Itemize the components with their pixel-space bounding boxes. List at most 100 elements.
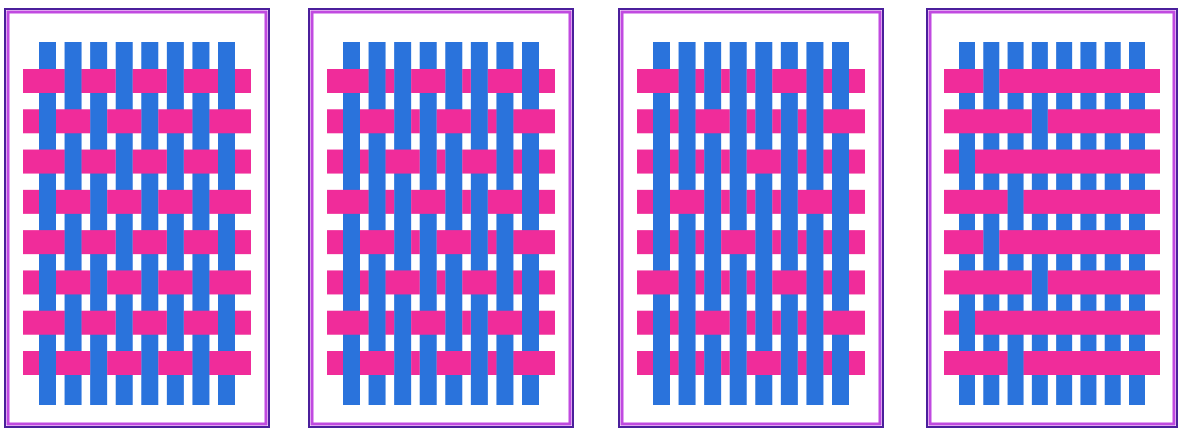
weft-segment [327,270,343,294]
weft-segment [411,190,445,214]
weft-segment [696,230,705,254]
weft-segment [209,270,251,294]
weft-segment [56,270,90,294]
weft-segment [772,270,806,294]
weft-segment [944,351,1008,375]
weft-segment [747,311,756,335]
weft-segment [437,150,446,174]
weft-segment [637,230,653,254]
weft-segment [637,351,653,375]
weft-segment [849,69,865,93]
weft-segment [184,69,218,93]
weft-segment [670,311,679,335]
weft-segment [772,69,806,93]
weft-segment [798,230,807,254]
warp-thread [806,42,823,405]
weft-segment [670,351,679,375]
weft-segment [411,109,420,133]
weft-segment [944,311,959,335]
weft-segment [56,109,90,133]
weft-segment [133,69,167,93]
weft-segment [747,270,756,294]
weft-segment [23,190,39,214]
weft-segment [56,351,90,375]
weft-segment [360,351,394,375]
weft-segment [798,150,807,174]
weft-segment [747,150,781,174]
warp-thread [369,42,386,405]
weft-segment [823,311,865,335]
weft-segment [462,270,496,294]
weft-segment [360,270,369,294]
weft-segment [488,109,497,133]
weft-segment [462,311,471,335]
weft-segment [670,109,679,133]
weft-segment [488,230,497,254]
weft-segment [411,69,445,93]
weft-segment [133,230,167,254]
weft-segment [999,69,1160,93]
weft-segment [23,69,65,93]
warp-thread [496,42,513,405]
weft-segment [999,230,1160,254]
warp-thread [39,42,56,405]
weft-segment [327,109,343,133]
weft-segment [798,311,807,335]
warp-thread [1080,42,1096,405]
weft-segment [82,69,116,93]
weave-panel-long-float [926,8,1181,428]
weft-segment [235,150,251,174]
weft-segment [721,150,730,174]
warp-thread [704,42,721,405]
weft-segment [327,230,343,254]
weft-segment [107,351,141,375]
weave-diagram-long-float [926,8,1178,428]
weft-segment [513,270,522,294]
weft-segment [235,311,251,335]
weft-segment [696,311,730,335]
weft-segment [462,150,496,174]
weft-segment [107,190,141,214]
weave-panel-satin [618,8,884,428]
weft-segment [1024,190,1160,214]
warp-thread [832,42,849,405]
weft-segment [56,190,90,214]
warp-thread [420,42,437,405]
warp-thread [730,42,747,405]
weft-segment [386,190,395,214]
weft-segment [772,190,781,214]
weft-segment [944,270,1032,294]
weft-segment [944,190,1008,214]
weft-segment [360,150,369,174]
weft-segment [747,109,756,133]
weft-segment [1024,351,1160,375]
weft-segment [849,270,865,294]
weft-segment [944,230,983,254]
warp-thread [471,42,488,405]
weft-segment [696,150,705,174]
weft-segment [798,351,807,375]
weft-segment [327,351,343,375]
warp-thread [116,42,133,405]
weft-segment [23,150,65,174]
weft-segment [975,311,1160,335]
weft-segment [696,270,705,294]
weft-segment [437,230,471,254]
weft-segment [386,270,420,294]
weft-segment [747,351,781,375]
weft-segment [411,351,420,375]
weft-segment [235,230,251,254]
warp-thread [1129,42,1145,405]
weft-segment [670,190,704,214]
weft-segment [798,109,807,133]
weft-segment [637,311,653,335]
weft-segment [23,311,65,335]
warp-thread [218,42,235,405]
weft-segment [327,150,343,174]
weft-segment [158,351,192,375]
weft-segment [437,109,471,133]
weft-segment [158,190,192,214]
weft-segment [721,69,730,93]
weft-segment [747,69,756,93]
weft-segment [539,270,555,294]
